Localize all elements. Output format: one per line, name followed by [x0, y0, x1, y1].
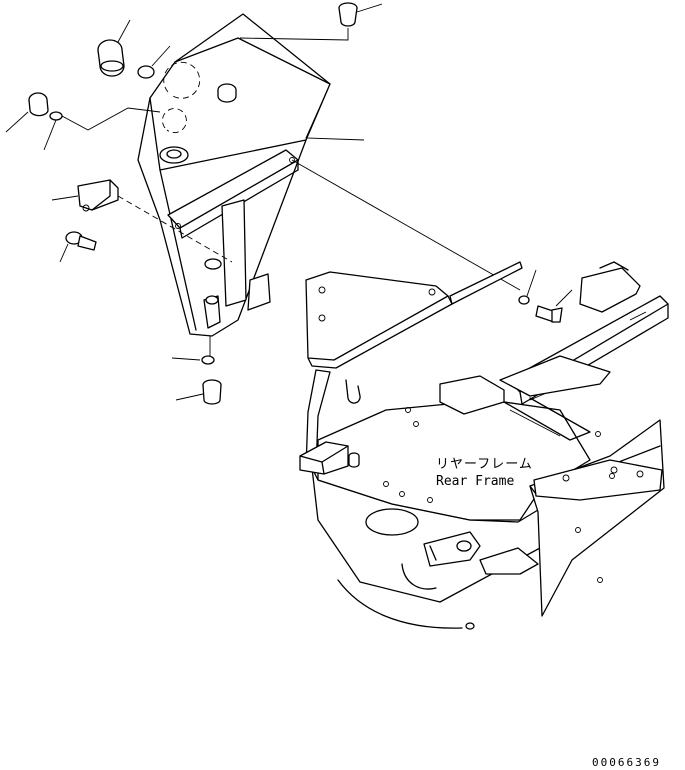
drawing-code: 00066369 [592, 756, 661, 769]
part-bolt-right [535, 289, 573, 323]
part-cap-top [239, 2, 383, 41]
part-bracket-clamp [51, 179, 119, 212]
part-bottom-plug [175, 379, 222, 405]
part-washer-right [518, 269, 537, 305]
part-plug-left [5, 92, 161, 151]
part-large-cap [97, 19, 131, 77]
frame-name-en: Rear Frame [436, 474, 514, 489]
part-bottom-gasket [171, 336, 215, 365]
part-gasket-ring [137, 45, 171, 79]
part-bolt-left [59, 231, 97, 263]
rear-frame [299, 261, 669, 630]
tank-assembly [117, 13, 521, 337]
frame-name-ja: リヤーフレーム [436, 457, 533, 472]
